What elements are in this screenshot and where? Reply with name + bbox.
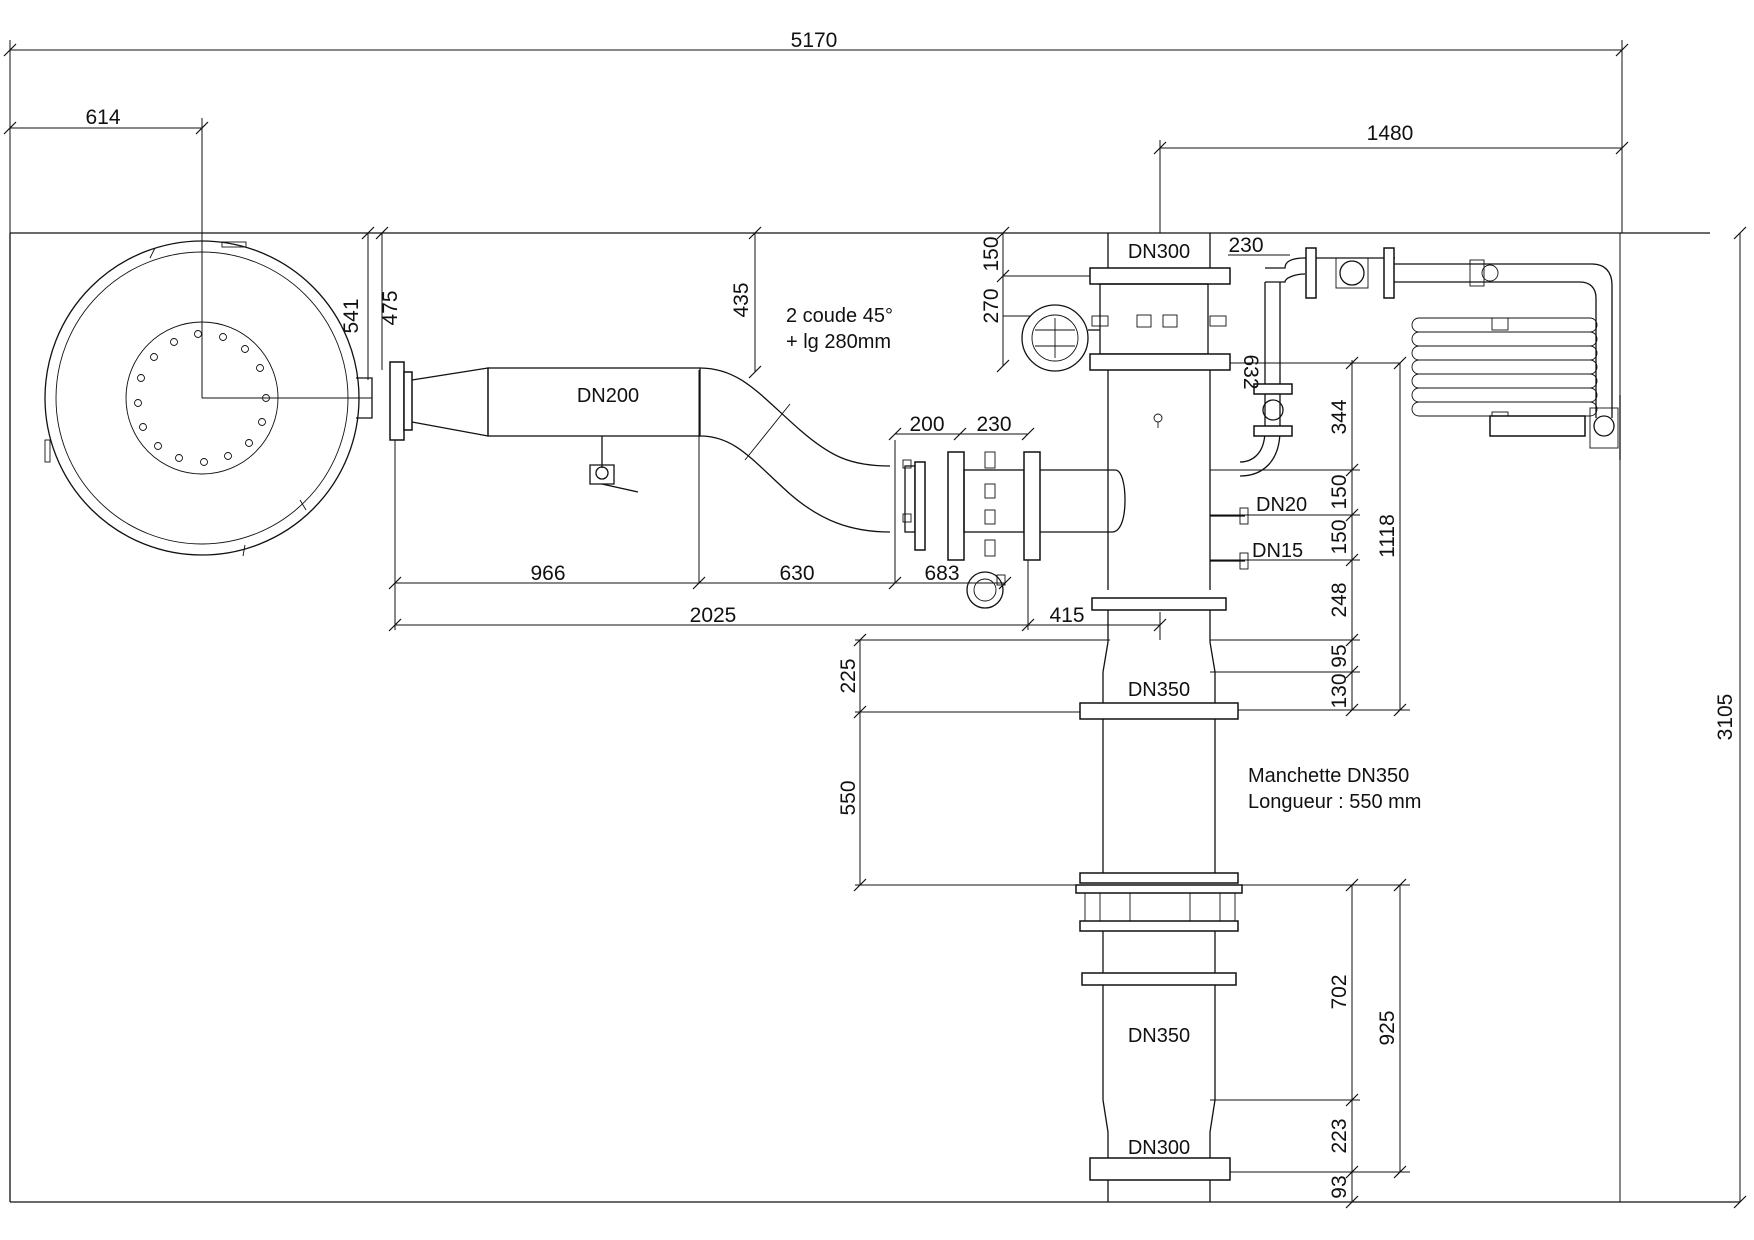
pipe-labels: DN300 DN200 DN350 DN350 DN300 DN20 DN15	[577, 241, 1307, 1159]
dim-550: 550	[837, 780, 860, 815]
dim-150-a: 150	[1328, 474, 1351, 509]
dim-150-b: 150	[1328, 519, 1351, 554]
dim-966: 966	[530, 562, 565, 585]
dim-702: 702	[1328, 974, 1351, 1009]
dim-95: 95	[1328, 644, 1351, 667]
main-column	[1021, 233, 1249, 1202]
coil-turns	[1411, 317, 1598, 417]
dim-200: 200	[909, 413, 944, 436]
dim-541: 541	[340, 298, 363, 333]
dim-230-top: 230	[1228, 234, 1263, 257]
dim-630: 630	[779, 562, 814, 585]
label-dn300-bottom: DN300	[1128, 1137, 1190, 1159]
note-manchette-line2: Longueur : 550 mm	[1248, 791, 1421, 813]
label-dn20: DN20	[1256, 494, 1307, 516]
dim-150-top: 150	[980, 236, 1003, 271]
dim-230-mid: 230	[976, 413, 1011, 436]
dim-1118: 1118	[1376, 514, 1399, 558]
label-dn15: DN15	[1252, 540, 1303, 562]
dim-tank-offset: 614	[85, 106, 120, 129]
label-dn350-lower: DN350	[1128, 1025, 1190, 1047]
dim-248: 248	[1328, 582, 1351, 617]
coil-piping	[1239, 247, 1621, 477]
dim-344: 344	[1328, 399, 1351, 434]
dim-93: 93	[1328, 1175, 1351, 1198]
tank-bolt-circle	[134, 330, 270, 466]
dim-925: 925	[1376, 1010, 1399, 1045]
dim-632: 632	[1239, 354, 1262, 389]
dim-overall-height: 3105	[1714, 694, 1737, 741]
dim-2025: 2025	[690, 604, 737, 627]
label-dn300-top: DN300	[1128, 241, 1190, 263]
note-manchette-line1: Manchette DN350	[1248, 765, 1409, 787]
notes: 2 coude 45° + lg 280mm Manchette DN350 L…	[786, 305, 1421, 813]
label-dn200: DN200	[577, 385, 639, 407]
dim-435: 435	[730, 282, 753, 317]
dn200-pipe	[356, 361, 1126, 609]
dim-overall-width: 5170	[791, 29, 838, 52]
note-elbow-line2: + lg 280mm	[786, 331, 891, 353]
label-dn350-upper: DN350	[1128, 679, 1190, 701]
dim-225: 225	[837, 658, 860, 693]
dimension-lines	[3, 40, 1747, 1209]
dim-475: 475	[379, 290, 402, 325]
dimension-values: 5170 614 1480 3105 541 475 435 966 630 6…	[85, 29, 1737, 1199]
dim-130: 130	[1328, 673, 1351, 708]
drawing-outline	[9, 232, 1740, 1203]
dim-683: 683	[924, 562, 959, 585]
dim-415: 415	[1049, 604, 1084, 627]
note-elbow-line1: 2 coude 45°	[786, 305, 893, 327]
dim-270: 270	[980, 288, 1003, 323]
tank	[44, 240, 360, 557]
dim-223: 223	[1328, 1118, 1351, 1153]
dim-right-section: 1480	[1367, 122, 1414, 145]
